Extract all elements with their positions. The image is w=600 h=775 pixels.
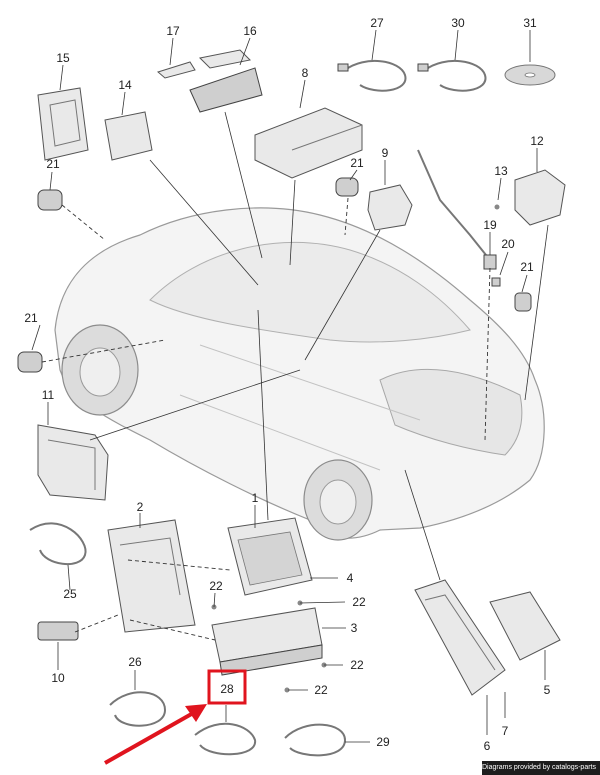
part-2-frame bbox=[107, 519, 196, 633]
part-5-module bbox=[489, 591, 561, 661]
part-31-disc bbox=[504, 64, 556, 86]
callout-2: 2 bbox=[137, 500, 144, 514]
part-3-radio bbox=[211, 607, 323, 676]
callout-22-b: 22 bbox=[352, 595, 366, 609]
callout-29: 29 bbox=[376, 735, 390, 749]
callout-1: 1 bbox=[252, 491, 259, 505]
part-10-connector bbox=[37, 621, 79, 641]
callout-19: 19 bbox=[483, 218, 497, 232]
part-17-clip bbox=[156, 61, 196, 79]
callout-17: 17 bbox=[166, 24, 180, 38]
callout-22-d: 22 bbox=[314, 683, 328, 697]
part-25-cable bbox=[29, 522, 87, 566]
callout-3: 3 bbox=[351, 621, 358, 635]
part-9-switch bbox=[367, 184, 413, 231]
callout-21-c: 21 bbox=[520, 260, 534, 274]
part-6-control-unit bbox=[414, 579, 506, 696]
part-21-speakers bbox=[17, 177, 532, 373]
leader-lines bbox=[31, 29, 549, 743]
part-1-display bbox=[227, 517, 313, 596]
callout-26: 26 bbox=[128, 655, 142, 669]
part-27-cable bbox=[337, 59, 407, 92]
callout-5: 5 bbox=[544, 683, 551, 697]
red-arrow bbox=[104, 704, 207, 765]
footer-credit: Diagrams provided by catalogs-parts bbox=[482, 764, 596, 771]
callout-21-d: 21 bbox=[24, 311, 38, 325]
part-8-amplifier bbox=[254, 107, 363, 179]
callout-20: 20 bbox=[501, 237, 515, 251]
callout-10: 10 bbox=[51, 671, 65, 685]
callout-13: 13 bbox=[494, 164, 508, 178]
callout-12: 12 bbox=[530, 134, 544, 148]
callout-16: 16 bbox=[243, 24, 257, 38]
callout-15: 15 bbox=[56, 51, 70, 65]
part-29-cable bbox=[284, 723, 347, 757]
part-28-cable bbox=[194, 722, 257, 756]
part-15-bracket bbox=[37, 87, 89, 161]
footer-bar: Diagrams provided by catalogs-parts bbox=[482, 761, 600, 775]
callout-8: 8 bbox=[302, 66, 309, 80]
callout-11: 11 bbox=[42, 388, 55, 402]
highlight-box bbox=[207, 669, 247, 705]
callout-6: 6 bbox=[484, 739, 491, 753]
callout-30: 30 bbox=[451, 16, 465, 30]
callout-21-b: 21 bbox=[350, 156, 364, 170]
callout-14: 14 bbox=[118, 78, 132, 92]
car-illustration bbox=[54, 207, 545, 541]
callout-25: 25 bbox=[63, 587, 77, 601]
callout-22-a: 22 bbox=[209, 579, 223, 593]
callout-labels: 17 16 27 30 31 15 14 8 12 9 21 21 13 19 … bbox=[24, 16, 550, 753]
callout-9: 9 bbox=[382, 146, 389, 160]
highlight-group bbox=[104, 669, 247, 765]
callout-27: 27 bbox=[370, 16, 384, 30]
callout-28: 28 bbox=[220, 682, 234, 696]
callout-22-c: 22 bbox=[350, 658, 364, 672]
callout-21-a: 21 bbox=[46, 157, 60, 171]
callout-31: 31 bbox=[523, 16, 537, 30]
part-16-antenna-module bbox=[189, 49, 263, 113]
part-12-module bbox=[514, 169, 566, 226]
part-30-cable bbox=[417, 59, 487, 92]
part-14-module bbox=[104, 111, 153, 161]
callout-7: 7 bbox=[502, 724, 509, 738]
part-11-module bbox=[37, 424, 109, 501]
part-26-cable bbox=[109, 691, 167, 727]
callout-4: 4 bbox=[347, 571, 354, 585]
dashed-lines bbox=[41, 197, 491, 641]
